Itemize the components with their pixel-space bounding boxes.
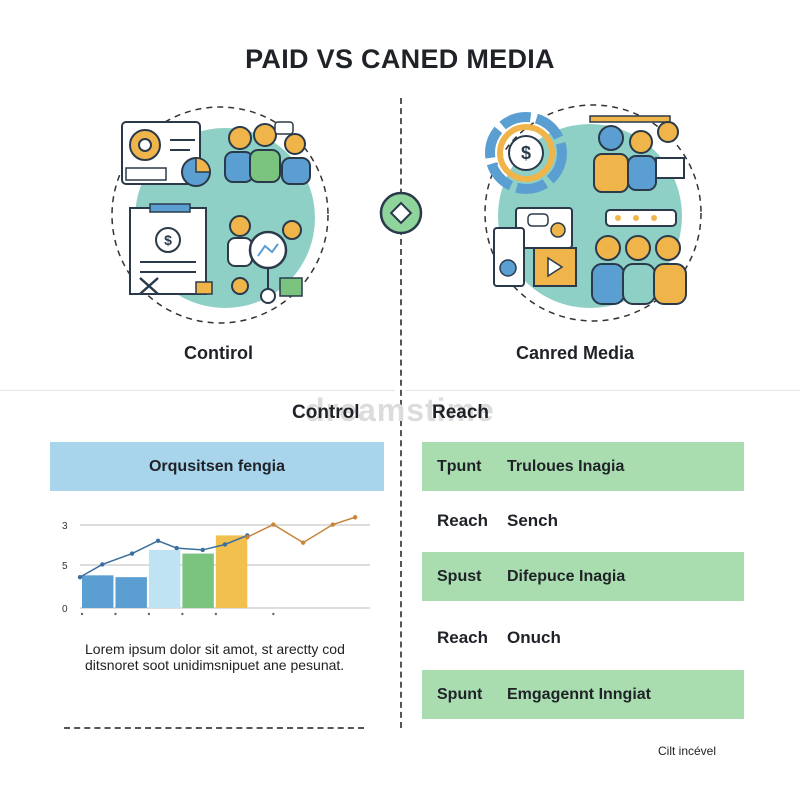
row-value: Sench — [507, 511, 559, 530]
chart-line-blue-point — [155, 538, 161, 544]
paid-media-illustration: $ — [111, 106, 329, 324]
section-divider-left — [0, 390, 395, 391]
comparison-row: Spust Difepuce Inagia — [422, 552, 744, 601]
chart-line-blue-point — [222, 542, 228, 547]
chart-line-blue-point — [200, 547, 205, 553]
row-key: Spunt — [437, 685, 483, 703]
chart-bar — [148, 549, 181, 608]
crowd-icon — [591, 209, 687, 305]
chart-bar — [215, 535, 248, 608]
row-value: Emgagennt Inngiat — [507, 685, 651, 703]
comparison-row: Spunt Emgagennt Inngiat — [422, 670, 744, 719]
x-tick-dot — [272, 612, 275, 616]
team-icon — [224, 121, 311, 185]
chart-line-orange — [246, 516, 356, 544]
earned-media-illustration: $ — [484, 104, 702, 322]
row-key: Reach — [437, 511, 489, 530]
left-header-bar-text: Orqusitsen fengia — [148, 457, 286, 475]
left-bottom-divider — [64, 727, 364, 729]
x-tick-dot — [147, 612, 151, 616]
center-divider — [400, 98, 402, 728]
chart-bar — [82, 575, 114, 608]
image-credit: Cilt incével — [658, 744, 717, 758]
settings-panel-icon — [121, 121, 211, 187]
right-heading: Reach — [432, 402, 490, 423]
watermark: dreamstime — [305, 392, 495, 428]
audience-icon — [589, 115, 685, 193]
y-tick-label: 0 — [62, 604, 68, 615]
chart-line-orange-point — [300, 540, 306, 545]
svg-text:$: $ — [164, 232, 172, 248]
left-description: Lorem ipsum dolor sit amot, st arectty c… — [85, 641, 345, 673]
diamond-icon — [379, 191, 423, 235]
row-value: Onuch — [507, 628, 561, 647]
x-tick-dot — [181, 612, 184, 616]
left-header-bar: Orqusitsen fengia — [50, 442, 384, 491]
chart-line-orange-point — [245, 535, 250, 540]
right-label: Canred Media — [516, 343, 635, 363]
chart-line-blue-point — [129, 551, 135, 556]
page-title: PAID VS CANED MEDIA — [245, 44, 555, 74]
comparison-row: Reach Onuch — [422, 618, 744, 658]
growth-chart: 3 5 0 — [62, 515, 370, 616]
left-label: Contirol — [184, 343, 253, 363]
row-value: Truloues Inagia — [507, 457, 625, 475]
dollar-gear-icon: $ — [485, 112, 567, 194]
svg-text:$: $ — [521, 143, 531, 163]
chart-line-blue-point — [77, 574, 83, 580]
x-tick-dot — [214, 612, 218, 616]
row-key: Tpunt — [437, 457, 482, 475]
left-heading: Control — [292, 402, 360, 423]
analytics-person-icon — [227, 215, 303, 304]
chart-line-orange-point — [330, 522, 336, 527]
comparison-row: Reach Sench — [422, 501, 744, 541]
comparison-row: Tpunt Truloues Inagia — [422, 442, 744, 491]
chart-line-blue — [79, 534, 248, 578]
row-key: Spust — [437, 567, 482, 585]
chart-line-orange-point — [271, 522, 276, 527]
x-tick-dot — [80, 612, 84, 616]
y-tick-label: 5 — [62, 561, 68, 572]
section-divider-right — [405, 390, 800, 391]
media-devices-icon — [493, 207, 577, 287]
invoice-icon: $ — [129, 203, 213, 295]
chart-line-blue-point — [174, 545, 179, 551]
row-value: Difepuce Inagia — [507, 567, 626, 585]
x-tick-dot — [114, 612, 117, 616]
chart-bar — [182, 553, 214, 608]
row-key: Reach — [437, 628, 489, 647]
chart-line-blue-point — [100, 562, 105, 567]
chart-line-orange-point — [352, 515, 358, 520]
chart-bar — [115, 577, 147, 608]
y-tick-label: 3 — [62, 521, 68, 532]
